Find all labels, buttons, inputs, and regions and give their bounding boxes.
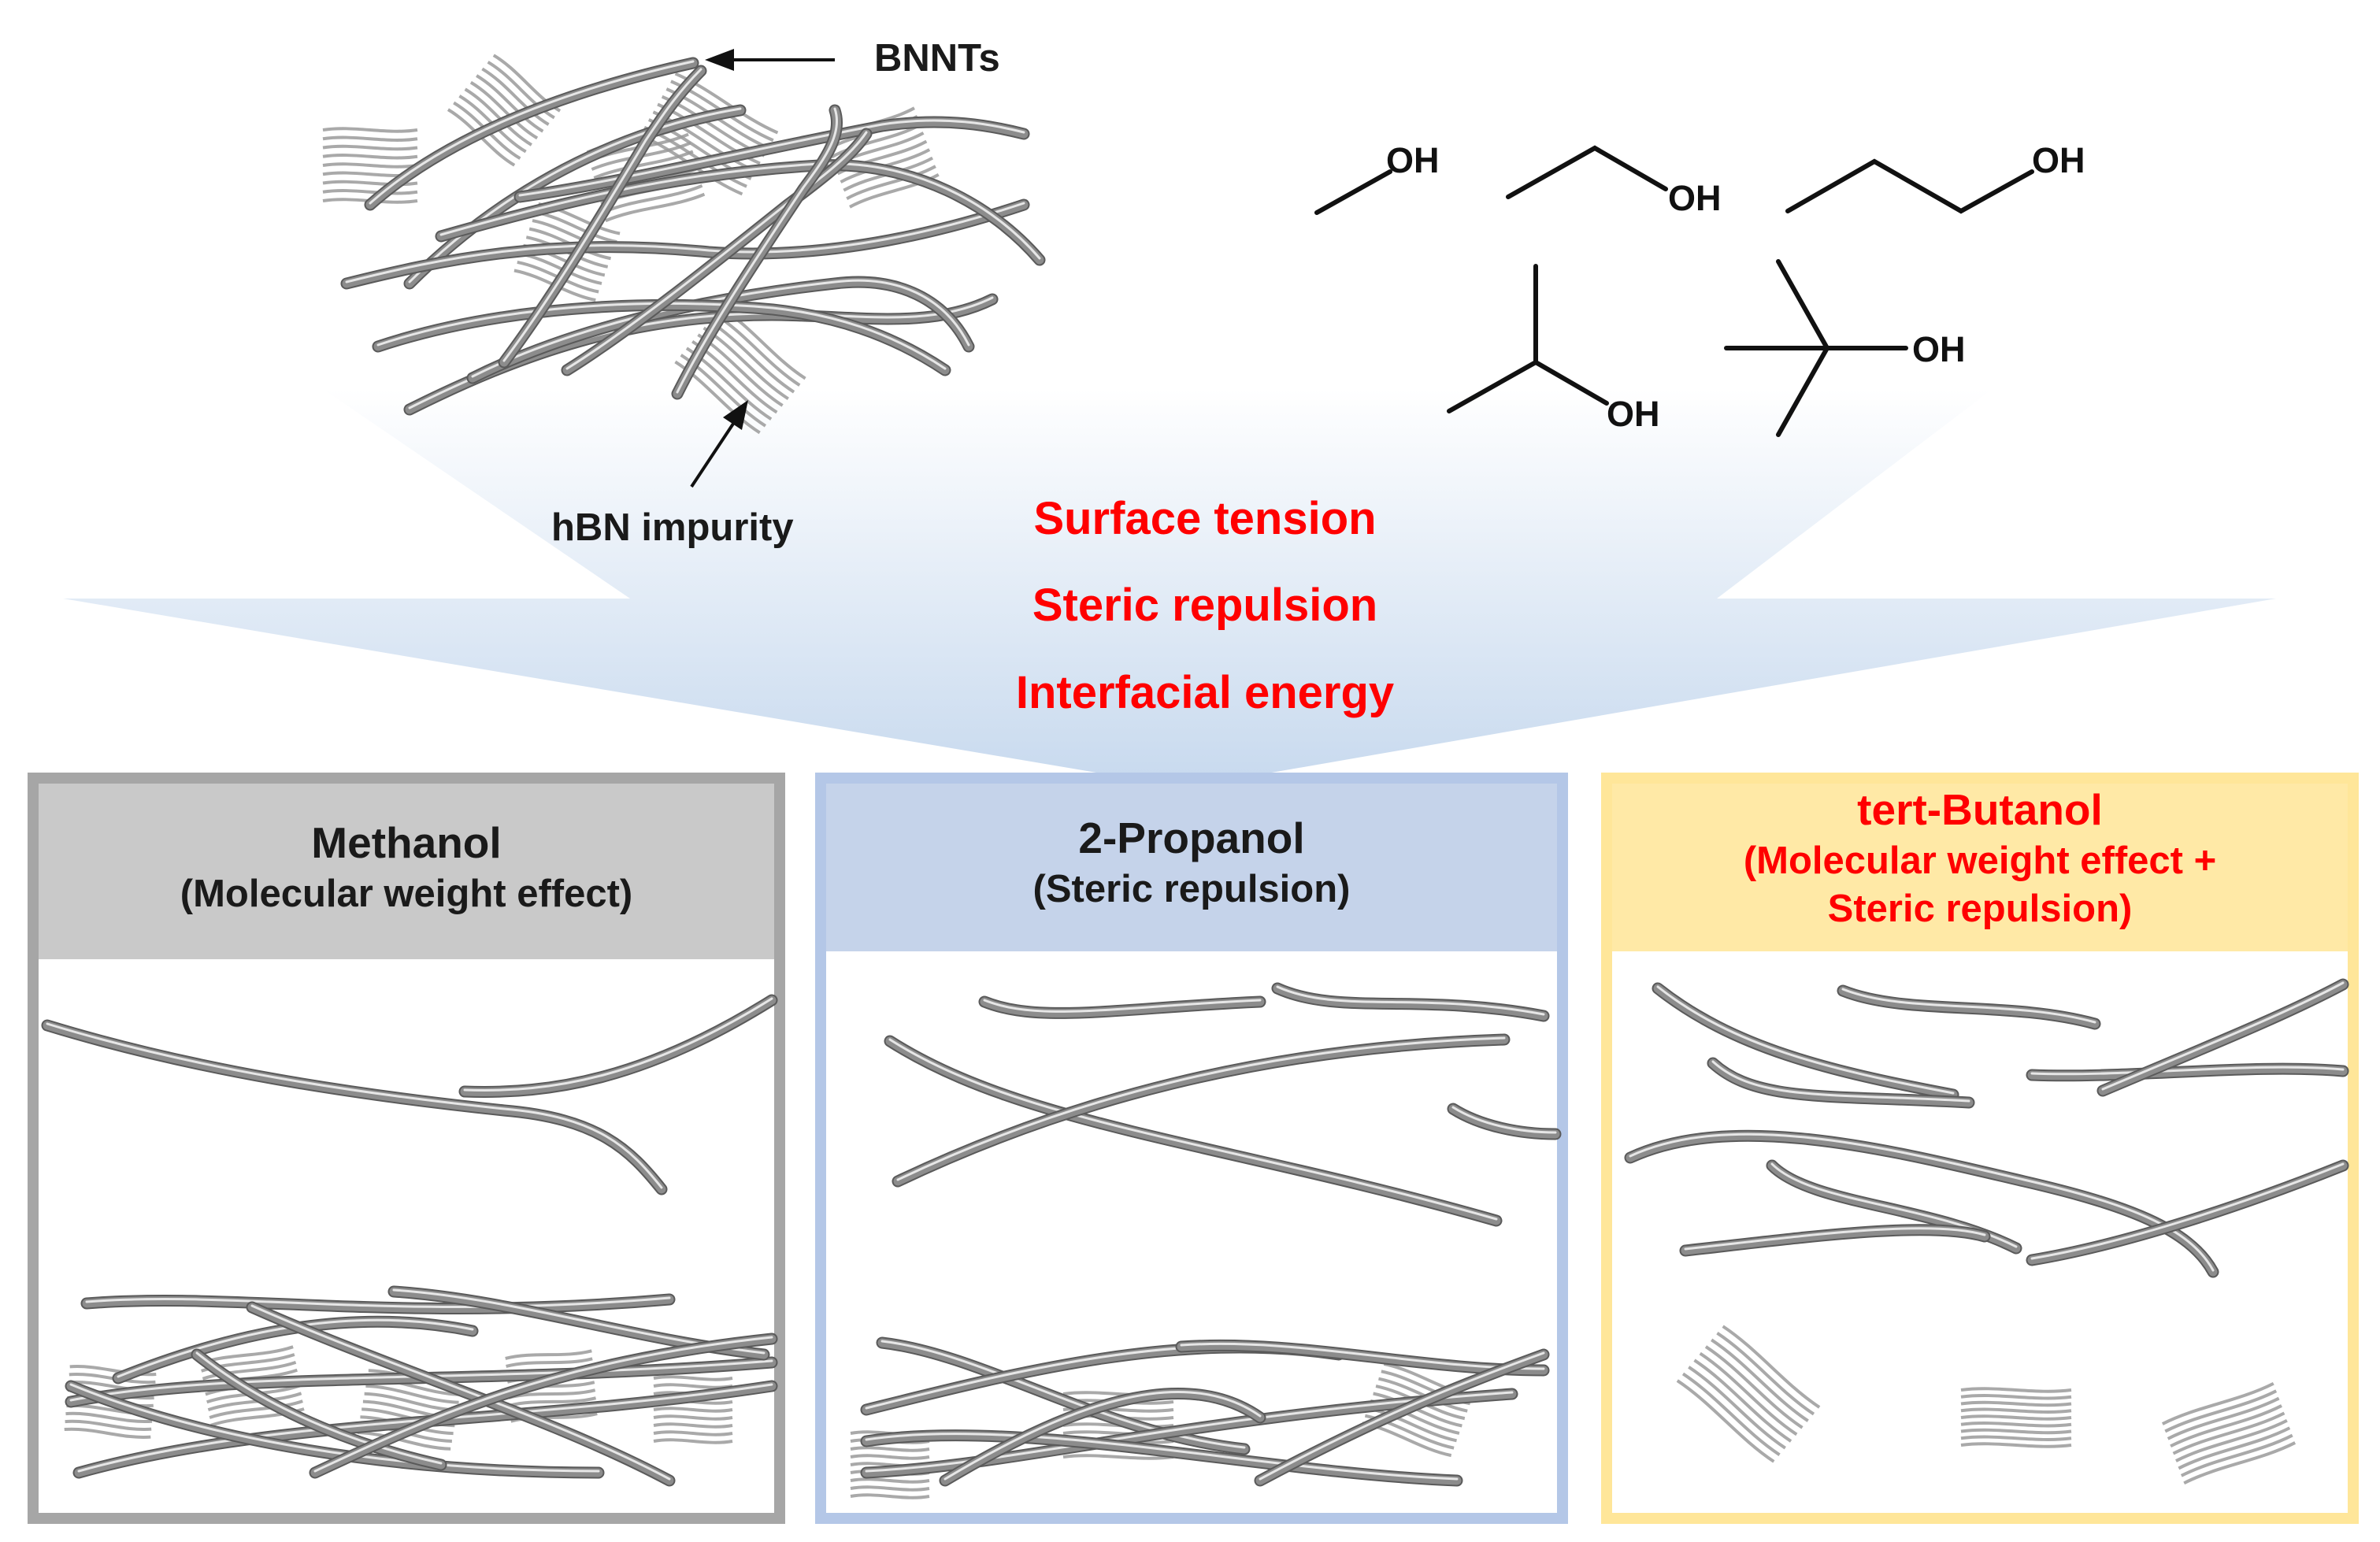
bnnt-tube-top-11 [498,65,707,369]
bnnt-tube-methanol-bundle-9 [309,1333,778,1479]
panel-2-propanol-subtitle: (Steric repulsion) [1032,867,1351,910]
impurity-top-1 [322,127,418,204]
bnnt-tube-methanol-free-1 [41,1019,668,1195]
1-propanol-structure [1785,158,2034,214]
panel-tert-butanol-subtitle-2: Steric repulsion) [1827,888,2133,930]
impurity-butanol-3 [2161,1381,2297,1485]
bnnt-tube-methanol-bundle-2 [65,1356,778,1408]
bnnts-label: BNNTs [874,37,1000,80]
bnnt-tube-top-8 [372,298,951,376]
tert-butanol-structure-c [1776,346,1829,437]
oh-label-methanol: OH [1386,140,1440,180]
bnnt-tube-methanol-bundle-3 [72,1380,778,1479]
hbn-impurity-label: hBN impurity [551,506,794,549]
bnnt-tube-butanol-9 [2026,1159,2349,1266]
bnnt-tube-layer [41,57,2349,1487]
methanol-structure [1314,169,1392,215]
bnnt-tube-propanol-4 [892,1033,1511,1188]
bnnt-tube-methanol-bundle-1 [80,1293,676,1314]
bnnt-tube-propanol-1 [978,995,1266,1019]
bnnt-tube-propanol-bundle-6 [939,1387,1266,1487]
factor-surface-tension: Surface tension [1033,493,1377,544]
bnnt-tube-methanol-free-2 [458,994,778,1098]
panel-tert-butanol-subtitle: (Molecular weight effect + [1743,839,2217,882]
bnnt-tube-propanol-2 [1271,982,1550,1022]
bnnts-arrow [705,49,835,71]
funnel-arrow [63,389,2276,788]
panel-tert-butanol-title: tert-Butanol [1857,785,2103,834]
bnnt-tube-propanol-bundle-7 [1254,1348,1550,1487]
bnnt-tube-top-2 [403,104,747,290]
bnnt-tube-butanol-3 [1707,1057,1975,1109]
bnnt-tube-top-1 [364,57,699,211]
oh-label-2-propanol: OH [1607,394,1660,434]
bnnt-tube-methanol-bundle-6 [65,1380,605,1479]
impurity-butanol-1 [1676,1325,1821,1463]
bnnt-tube-top-9 [561,128,873,376]
oh-label-1-propanol: OH [2032,140,2085,180]
panel-methanol-subtitle: (Molecular weight effect) [180,872,633,915]
factor-steric-repulsion: Steric repulsion [1032,580,1378,631]
panel-tert-butanol-header: tert-Butanol (Molecular weight effect + … [1612,783,2348,933]
bnnt-tube-top-3 [340,198,1030,290]
panel-methanol-title: Methanol [311,818,502,867]
bnnt-tube-propanol-5 [1447,1103,1562,1140]
bnnt-tube-butanol-5 [2096,978,2349,1097]
bnnt-tube-butanol-4 [2026,1062,2349,1082]
bnnt-tube-propanol-bundle-5 [860,1429,1463,1487]
panel-methanol-header: Methanol (Molecular weight effect) [39,816,774,918]
bnnt-tube-butanol-8 [1679,1224,1991,1257]
bnnt-tube-propanol-3 [884,1035,1503,1227]
bnnt-tube-top-6 [466,276,975,384]
bnnt-tube-methanol-bundle-7 [191,1348,447,1471]
bnnt-tube-butanol-1 [1652,982,1959,1101]
panel-2-propanol-title: 2-Propanol [1078,814,1305,862]
bnnt-tube-methanol-bundle-8 [246,1301,676,1487]
impurity-butanol-2 [1960,1387,2072,1448]
ethanol-structure [1506,145,1668,199]
bnnt-tube-top-10 [671,104,843,400]
panel-2-propanol-header: 2-Propanol (Steric repulsion) [826,811,1557,914]
skeletal-formulas [1314,145,2034,437]
bnnt-tube-butanol-2 [1837,984,2101,1030]
tert-butanol-structure-b [1776,259,1829,350]
oh-label-tert-butanol: OH [1912,329,1966,369]
bnnt-tube-propanol-bundle-3 [860,1388,1518,1479]
bnnt-tube-top-5 [435,159,1046,266]
bnnt-tube-propanol-bundle-1 [876,1336,1251,1455]
oh-label-ethanol: OH [1668,178,1722,218]
factor-interfacial-energy: Interfacial energy [1015,667,1395,718]
hbn-impurity-arrow [690,400,748,488]
